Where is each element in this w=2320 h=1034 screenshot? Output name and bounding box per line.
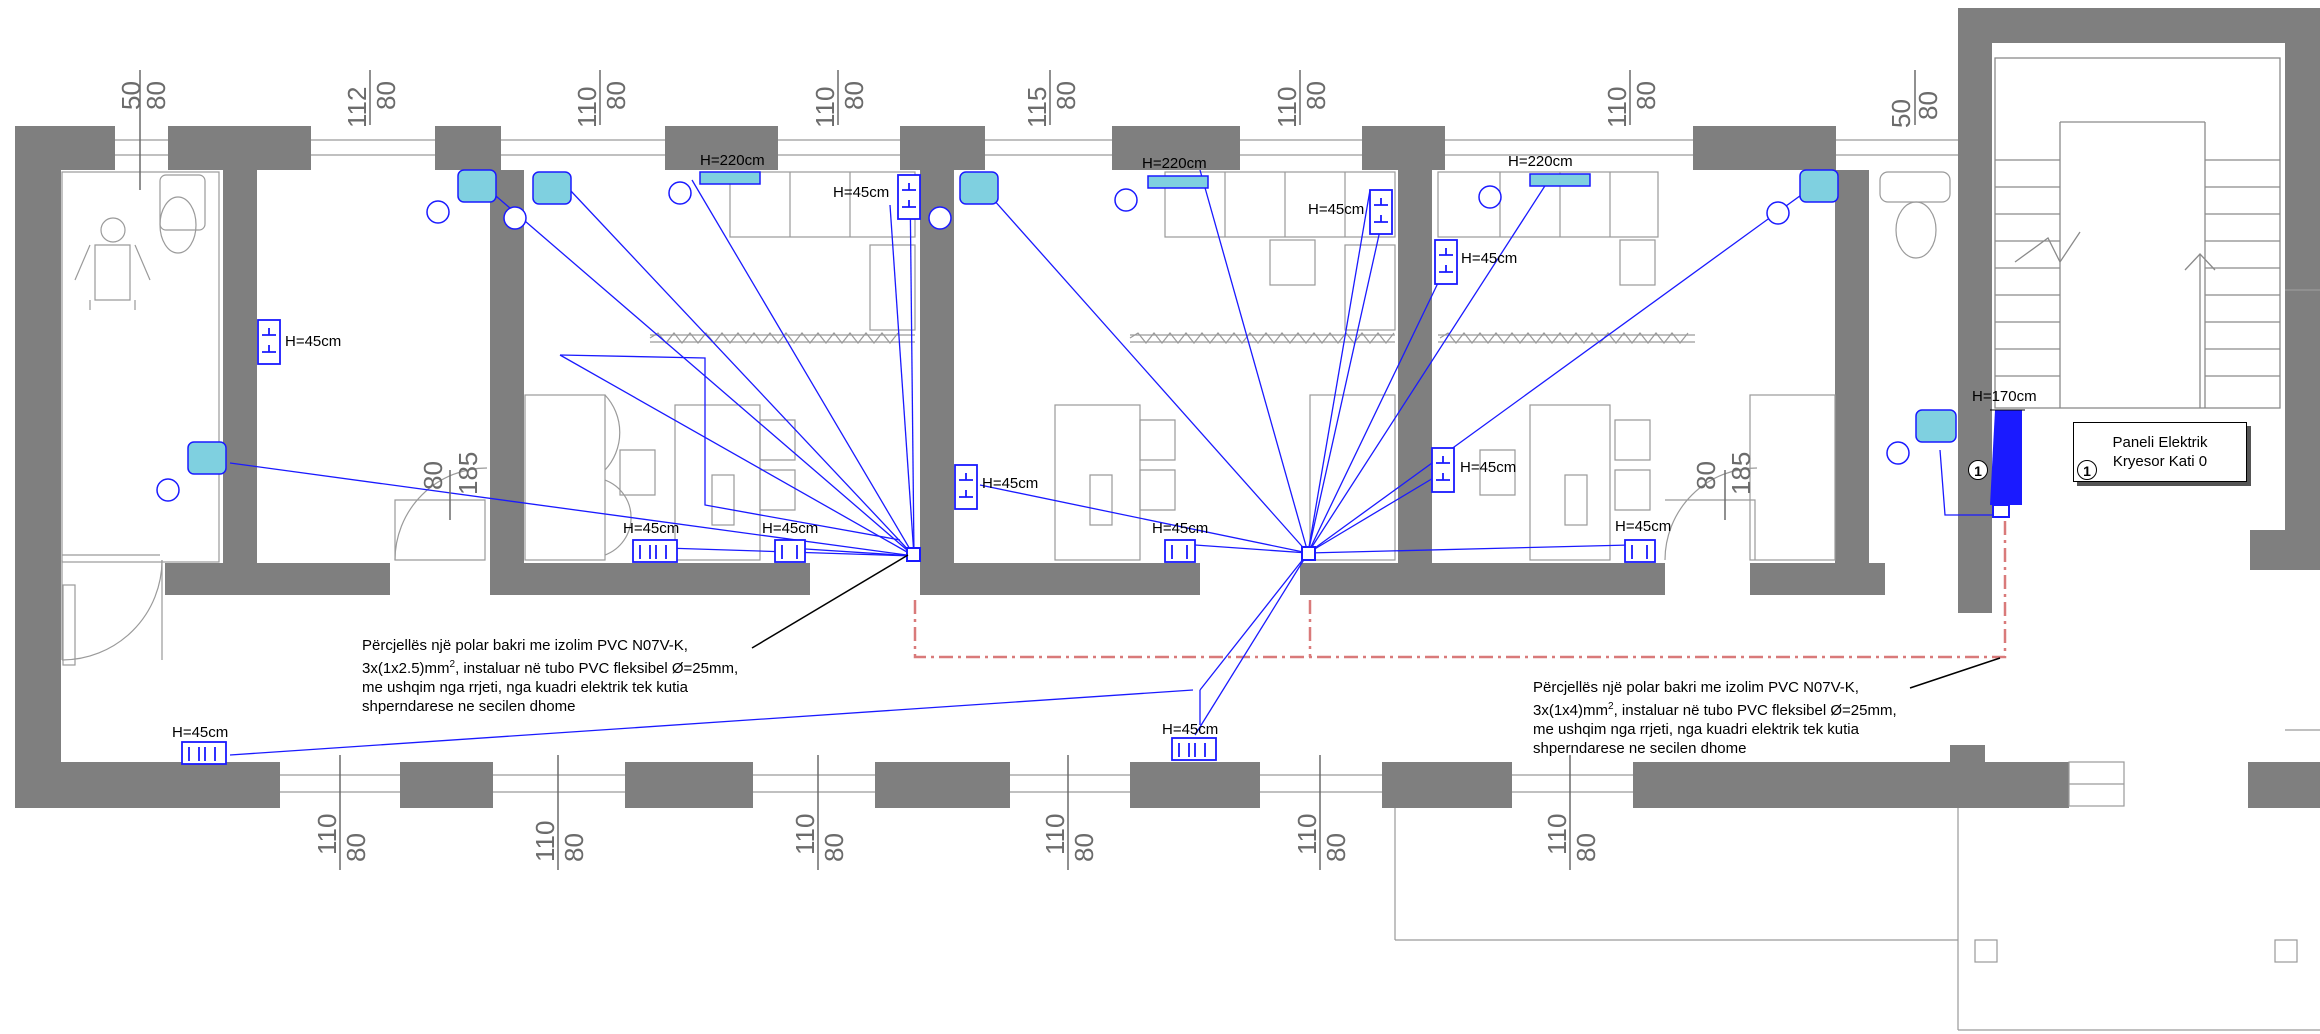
panel-marker-plan: 1 (1968, 460, 1988, 480)
height-label: H=45cm (1615, 518, 1671, 535)
note-text: 3x(1x2.5)mm (362, 660, 450, 677)
dim-bot-5a: 110 (1292, 814, 1322, 855)
feeder-cable (913, 515, 2007, 659)
socket-icon (774, 539, 806, 563)
socket-icon (1624, 539, 1656, 563)
height-label: H=45cm (1308, 201, 1364, 218)
note-sup: 2 (449, 659, 456, 670)
dim-top-7b: 80 (1631, 81, 1661, 110)
cable-note-left: Përcjellës një polar bakri me izolim PVC… (362, 636, 782, 716)
height-label: H=220cm (1508, 153, 1573, 170)
window-lines (115, 139, 2320, 1031)
furniture (61, 171, 1951, 666)
height-label: H=45cm (1152, 520, 1208, 537)
dimension-marks (139, 70, 1916, 870)
dim-bot-4b: 80 (1069, 833, 1099, 862)
dim-top-2b: 80 (371, 81, 401, 110)
height-label: H=45cm (623, 520, 679, 537)
panel-title: Paneli Elektrik (2112, 434, 2208, 451)
note-line: shperndarese ne secilen dhome (362, 698, 576, 715)
note-text: 3x(1x4)mm (1533, 702, 1609, 719)
note-sup: 2 (1608, 701, 1614, 712)
dim-mid-2b: 185 (1726, 452, 1756, 495)
dim-bot-3a: 110 (790, 814, 820, 855)
height-label: H=45cm (172, 724, 228, 741)
dimension-texts: 50 80 112 80 110 80 110 80 115 80 110 80… (116, 81, 1943, 862)
socket-icon (1164, 539, 1196, 563)
socket-icon (1171, 737, 1217, 761)
note-line: me ushqim nga rrjeti, nga kuadri elektri… (362, 679, 688, 696)
dim-top-7a: 110 (1602, 87, 1632, 128)
socket-icon (954, 464, 978, 510)
dim-top-1a: 50 (116, 81, 146, 110)
dim-top-3b: 80 (601, 81, 631, 110)
dim-top-2a: 112 (342, 87, 372, 128)
dim-bot-5b: 80 (1321, 833, 1351, 862)
socket-icon (257, 319, 281, 365)
note-line: Përcjellës një polar bakri me izolim PVC… (1533, 679, 1859, 696)
socket-icon (897, 174, 921, 220)
height-label: H=220cm (700, 152, 765, 169)
height-label: H=45cm (1461, 250, 1517, 267)
height-label: H=220cm (1142, 155, 1207, 172)
socket-icon (181, 741, 227, 765)
note-line: shperndarese ne secilen dhome (1533, 740, 1747, 757)
dim-bot-6b: 80 (1571, 833, 1601, 862)
panel-subtitle: Kryesor Kati 0 (2112, 453, 2208, 470)
dim-top-4a: 110 (810, 87, 840, 128)
height-label: H=45cm (762, 520, 818, 537)
height-label: H=170cm (1972, 388, 2037, 405)
note-line: 3x(1x4)mm2, instaluar në tubo PVC fleksi… (1533, 697, 1953, 720)
cable-runs (229, 169, 2005, 756)
heaters (156, 169, 1957, 502)
dim-top-4b: 80 (839, 81, 869, 110)
socket-icon (1434, 239, 1458, 285)
panel-marker-legend: 1 (2077, 460, 2097, 480)
height-label: H=45cm (1162, 721, 1218, 738)
height-label: H=45cm (833, 184, 889, 201)
dim-bot-6a: 110 (1542, 814, 1572, 855)
staircase (1994, 57, 2281, 409)
main-panel-symbol (1990, 409, 2025, 505)
junction-boxes (906, 504, 2010, 562)
note-line: 3x(1x2.5)mm2, instaluar në tubo PVC flek… (362, 655, 782, 678)
dim-top-1b: 80 (141, 81, 171, 110)
height-label: H=45cm (982, 475, 1038, 492)
dim-mid-2a: 80 (1691, 461, 1721, 490)
height-label: H=45cm (1460, 459, 1516, 476)
cable-note-right: Përcjellës një polar bakri me izolim PVC… (1533, 678, 1953, 758)
dim-top-6a: 110 (1272, 87, 1302, 128)
walls (15, 8, 2320, 808)
dim-bot-1a: 110 (312, 814, 342, 855)
dim-top-5a: 115 (1022, 87, 1052, 128)
dim-bot-1b: 80 (341, 833, 371, 862)
dim-top-8a: 50 (1886, 99, 1916, 128)
dim-top-8b: 80 (1913, 91, 1943, 120)
dim-bot-2a: 110 (530, 821, 560, 862)
sockets (181, 174, 1656, 765)
height-label: H=45cm (285, 333, 341, 350)
dim-bot-4a: 110 (1040, 814, 1070, 855)
note-text: , instaluar në tubo PVC fleksibel Ø=25mm… (1613, 702, 1897, 719)
main-panel-legend: Paneli Elektrik Kryesor Kati 0 (2073, 422, 2247, 482)
dim-top-3a: 110 (572, 87, 602, 128)
dim-bot-3b: 80 (819, 833, 849, 862)
socket-icon (1369, 189, 1393, 235)
dim-top-6b: 80 (1301, 81, 1331, 110)
height-labels: H=220cm H=220cm H=220cm H=45cm H=45cm H=… (172, 152, 2037, 741)
dim-top-5b: 80 (1051, 81, 1081, 110)
note-text: , instaluar në tubo PVC fleksibel Ø=25mm… (455, 660, 739, 677)
dim-mid-1a: 80 (418, 461, 448, 490)
dim-mid-1b: 185 (453, 452, 483, 495)
note-line: Përcjellës një polar bakri me izolim PVC… (362, 637, 688, 654)
socket-icon (632, 539, 678, 563)
dim-bot-2b: 80 (559, 833, 589, 862)
note-leaders (751, 554, 2001, 689)
note-line: me ushqim nga rrjeti, nga kuadri elektri… (1533, 721, 1859, 738)
socket-icon (1431, 447, 1455, 493)
